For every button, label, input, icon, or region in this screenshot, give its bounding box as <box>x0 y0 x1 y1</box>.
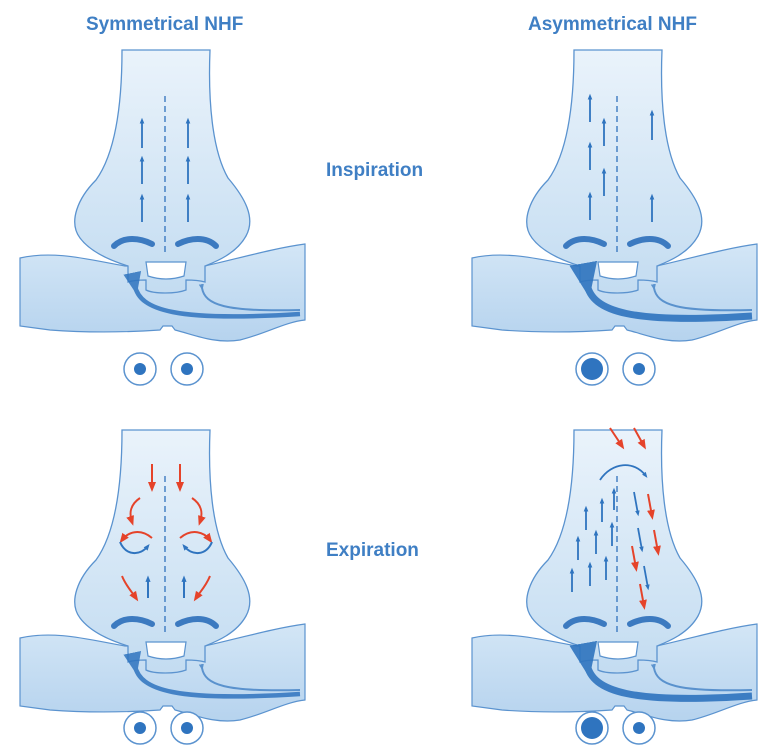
circle-dot-icon <box>576 353 608 385</box>
panel-asymmetrical-expiration <box>472 428 757 721</box>
nostril-indicators-asymmetrical-inspiration <box>576 353 655 385</box>
nostril-indicators-symmetrical-inspiration <box>124 353 203 385</box>
circle-dot-icon <box>171 712 203 744</box>
nostril-indicators-symmetrical-expiration <box>124 712 203 744</box>
panel-asymmetrical-inspiration <box>472 50 757 341</box>
panel-symmetrical-expiration <box>20 430 305 721</box>
circle-dot-icon <box>623 712 655 744</box>
panel-symmetrical-inspiration <box>20 50 305 341</box>
circle-dot-icon <box>623 353 655 385</box>
circle-dot-icon <box>124 353 156 385</box>
circle-dot-icon <box>576 712 608 744</box>
circle-dot-icon <box>124 712 156 744</box>
circle-dot-icon <box>171 353 203 385</box>
nostril-indicators-asymmetrical-expiration <box>576 712 655 744</box>
